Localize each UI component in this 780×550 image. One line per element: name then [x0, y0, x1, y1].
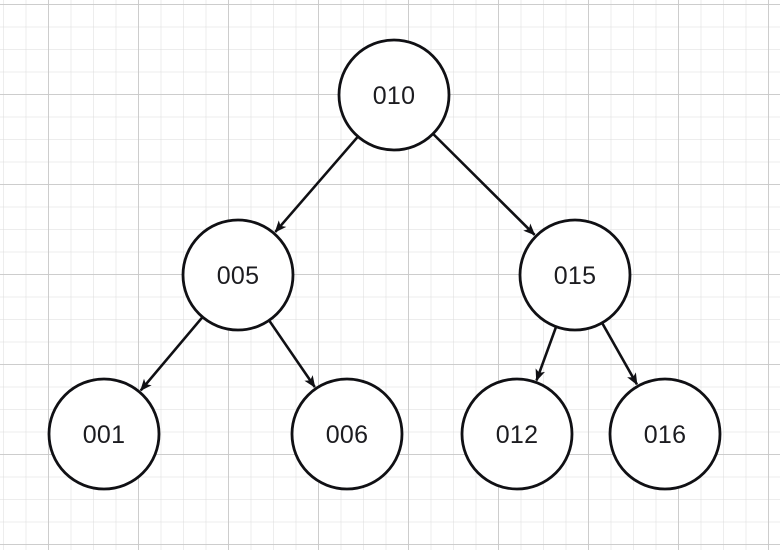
edge-015-to-016 [601, 323, 639, 386]
node-circle-012[interactable] [460, 377, 574, 491]
node-layer: 010 005 015 001 006 012 016 [47, 38, 722, 491]
edge-005-to-001 [139, 316, 203, 392]
node-label-012: 012 [496, 421, 539, 449]
edge-010-to-015 [432, 133, 536, 236]
edge-010-to-005 [274, 136, 359, 233]
node-circle-001[interactable] [47, 377, 161, 491]
node-circle-006[interactable] [290, 377, 404, 491]
node-circle-010[interactable] [337, 38, 451, 152]
tree-node-016[interactable]: 016 [608, 377, 722, 491]
node-label-016: 016 [644, 421, 687, 449]
tree-node-006[interactable]: 006 [290, 377, 404, 491]
node-label-001: 001 [83, 421, 126, 449]
tree-node-005[interactable]: 005 [181, 218, 295, 332]
edge-015-to-012 [535, 327, 558, 382]
tree-node-012[interactable]: 012 [460, 377, 574, 491]
tree-node-001[interactable]: 001 [47, 377, 161, 491]
node-label-006: 006 [326, 421, 369, 449]
tree-node-010[interactable]: 010 [337, 38, 451, 152]
edge-layer [139, 133, 639, 392]
node-circle-016[interactable] [608, 377, 722, 491]
node-circle-015[interactable] [518, 218, 632, 332]
node-label-005: 005 [217, 262, 260, 290]
node-label-010: 010 [373, 82, 416, 110]
edge-005-to-006 [268, 320, 316, 388]
node-circle-005[interactable] [181, 218, 295, 332]
node-label-015: 015 [554, 262, 597, 290]
tree-node-015[interactable]: 015 [518, 218, 632, 332]
